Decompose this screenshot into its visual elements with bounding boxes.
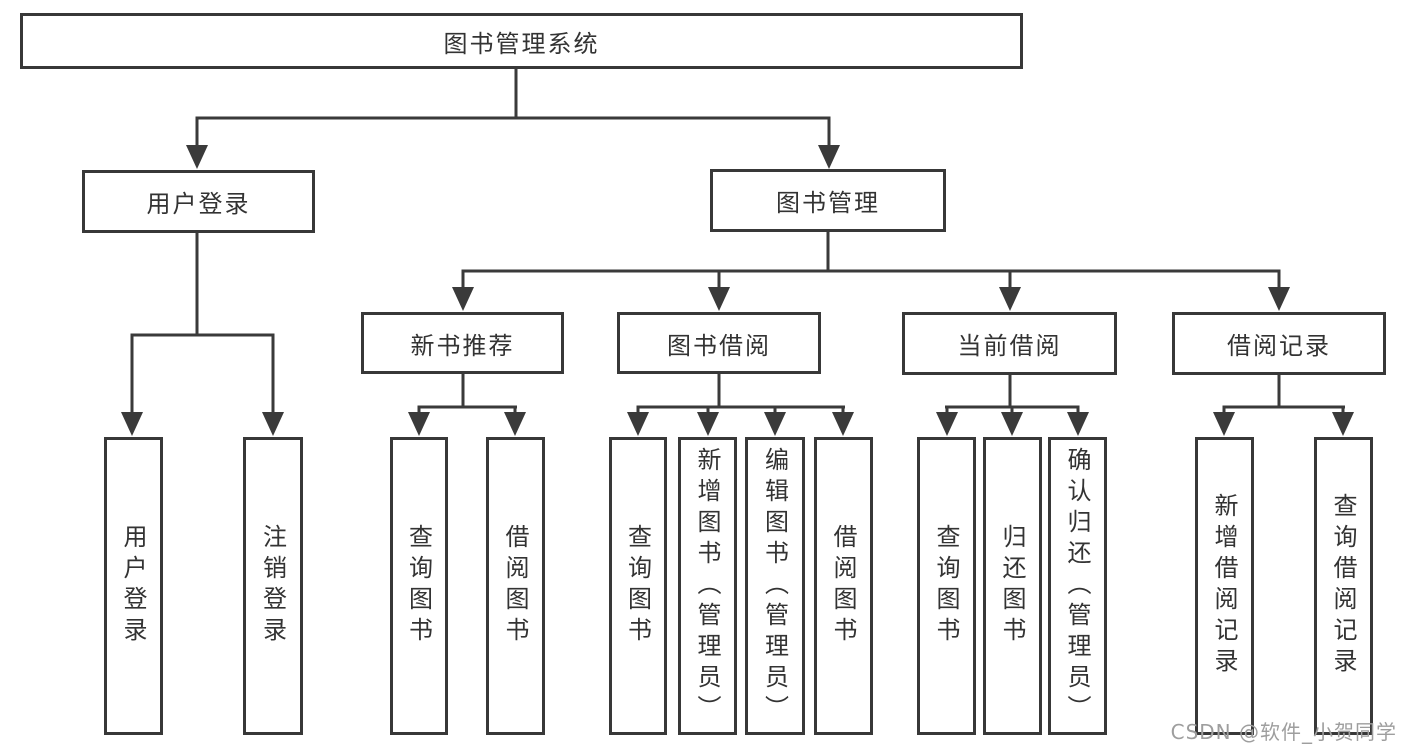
root-to-level2-connector [186, 68, 840, 169]
leaf-add-borrow-record: 新增借阅记录 [1195, 437, 1254, 735]
book-borrowing-children-connector [627, 374, 854, 436]
leaf-query-books-borrowing: 查询图书 [609, 437, 667, 735]
node-new-book-recommend: 新书推荐 [361, 312, 564, 374]
leaf-add-book-admin: 新增图书（管理员） [678, 437, 737, 735]
leaf-logout: 注销登录 [243, 437, 303, 735]
user-login-children-connector [121, 233, 284, 436]
leaf-query-books-recommend: 查询图书 [390, 437, 448, 735]
leaf-user-login: 用户登录 [104, 437, 163, 735]
node-book-management: 图书管理 [710, 169, 946, 232]
node-user-login: 用户登录 [82, 170, 315, 233]
leaf-query-borrow-record: 查询借阅记录 [1314, 437, 1373, 735]
node-current-borrowing: 当前借阅 [902, 312, 1117, 375]
leaf-query-books-current: 查询图书 [917, 437, 976, 735]
borrowing-records-children-connector [1213, 375, 1354, 436]
current-borrowing-children-connector [936, 375, 1089, 436]
csdn-watermark: CSDN @软件_小贺同学 [1170, 720, 1397, 744]
leaf-borrow-books-recommend: 借阅图书 [486, 437, 545, 735]
node-book-management-system: 图书管理系统 [20, 13, 1023, 69]
leaf-borrow-books-borrowing: 借阅图书 [814, 437, 873, 735]
new-book-recommend-children-connector [408, 374, 526, 436]
node-borrowing-records: 借阅记录 [1172, 312, 1386, 375]
book-management-children-connector [452, 232, 1290, 311]
leaf-edit-book-admin: 编辑图书（管理员） [745, 437, 805, 735]
leaf-confirm-return-admin: 确认归还（管理员） [1048, 437, 1107, 735]
node-book-borrowing: 图书借阅 [617, 312, 821, 374]
leaf-return-books: 归还图书 [983, 437, 1042, 735]
